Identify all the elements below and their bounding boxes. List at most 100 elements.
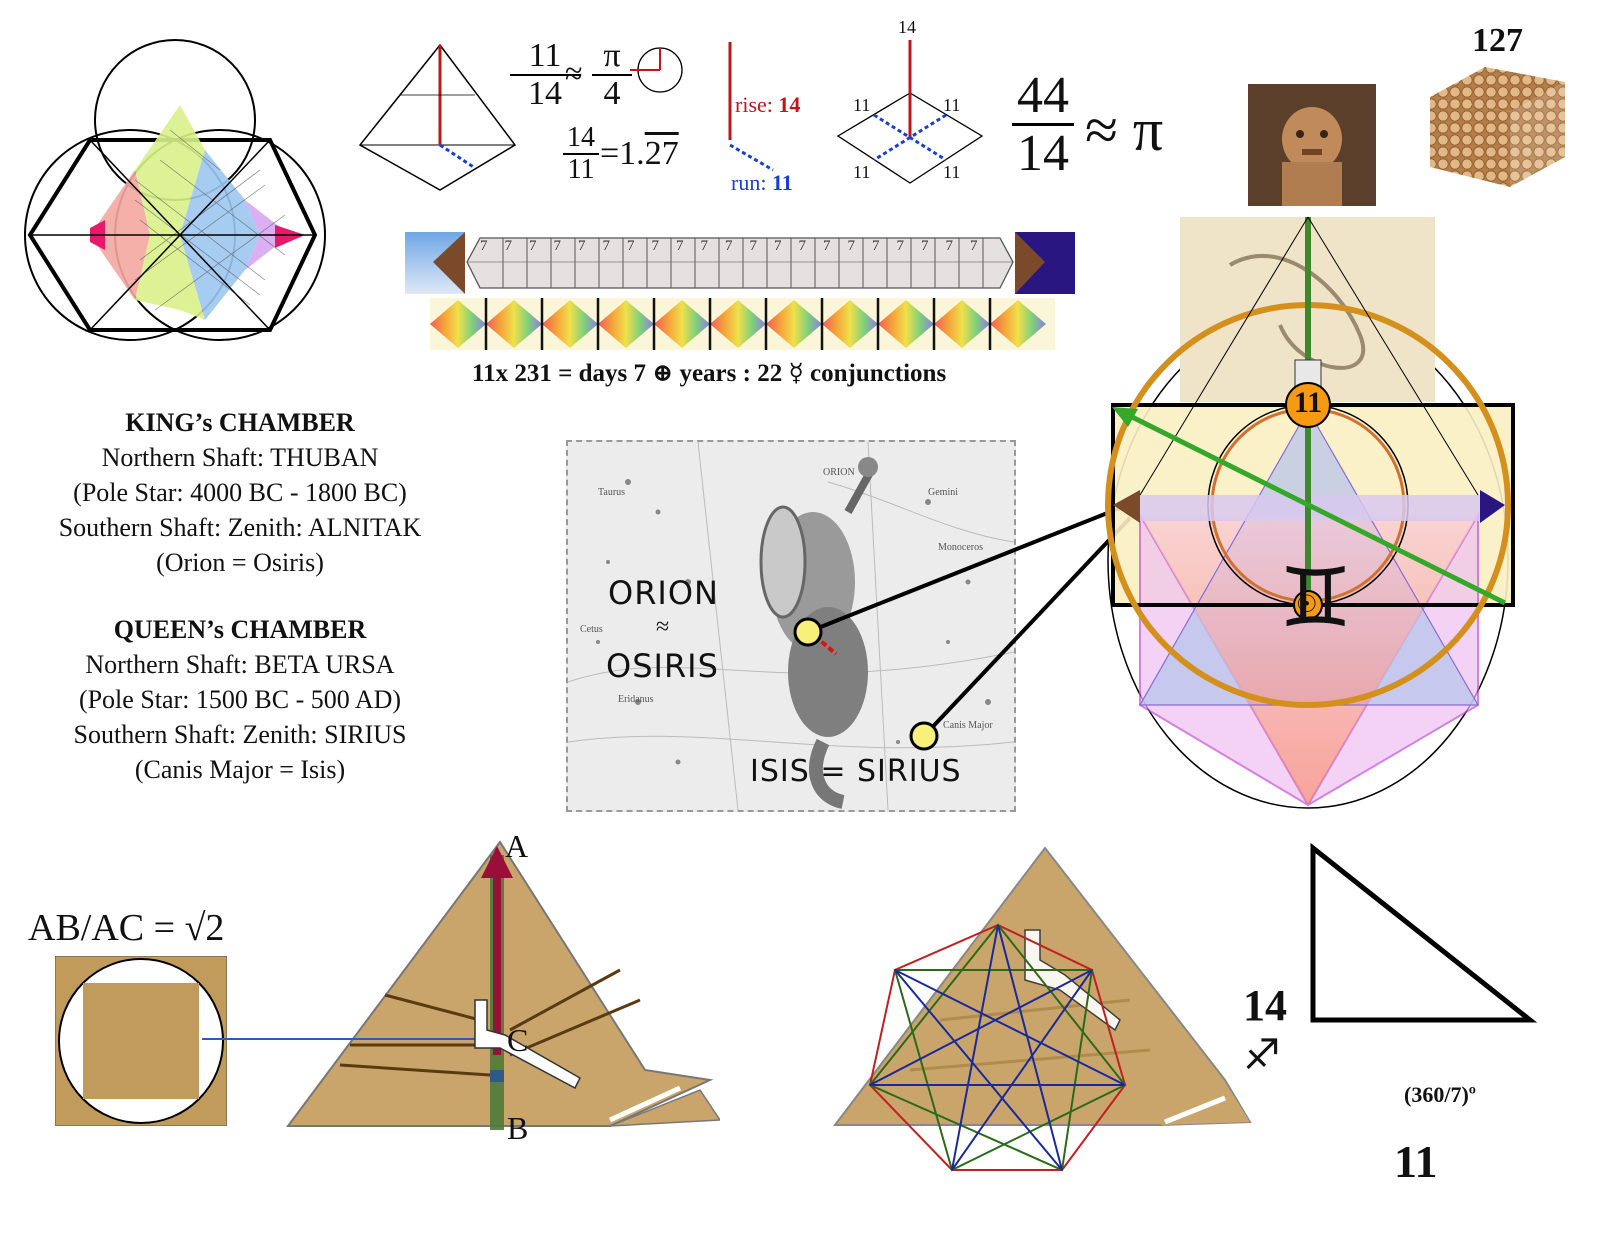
map-label-canis-major: Canis Major — [943, 720, 993, 731]
tape-digit: 7 — [847, 238, 872, 254]
kings-line: Southern Shaft: Zenith: ALNITAK — [58, 513, 422, 542]
fraction-numerator: 14 — [567, 122, 595, 153]
approx-pi: ≈ π — [1085, 97, 1164, 163]
queens-line: (Pole Star: 1500 BC - 500 AD) — [78, 685, 402, 714]
decimal-value: =1.27 — [600, 135, 679, 173]
pyramid-heptagon-diagram — [832, 846, 1252, 1172]
pi-symbol: π — [603, 37, 621, 74]
sphere-cube-icon — [1430, 67, 1565, 187]
label-b: B — [507, 1110, 529, 1146]
rise-label: rise: 14 — [735, 92, 800, 118]
right-triangle-diagram — [1310, 842, 1538, 1023]
tape-digit: 7 — [945, 238, 970, 254]
run-label: run: 11 — [731, 170, 793, 196]
tape-digit: 7 — [651, 238, 676, 254]
isis-sirius-label: ISIS = SIRIUS — [750, 754, 962, 789]
orion-approx-sign: ≈ — [656, 614, 670, 640]
label-c: C — [507, 1022, 529, 1058]
kings-chamber-title: KING’s CHAMBER — [125, 408, 355, 437]
decimal-repeat: 27 — [644, 135, 679, 172]
map-label-monoceros: Monoceros — [938, 542, 983, 553]
orion-figure — [759, 457, 878, 809]
tape-digit: 7 — [970, 238, 995, 254]
fraction-denominator: 11 — [563, 153, 599, 185]
rainbow-rhombus-stack — [90, 105, 305, 320]
map-label-eridanus: Eridanus — [618, 694, 654, 705]
fraction-11-14: 11 14 — [510, 38, 580, 112]
tape-digit: 7 — [823, 238, 848, 254]
fraction-pi-4: π 4 — [592, 38, 632, 112]
run-text: run: — [731, 170, 767, 195]
tetrahedron-diagram — [358, 43, 517, 191]
tape-digit: 7 — [553, 238, 578, 254]
map-label-gemini: Gemini — [928, 487, 958, 498]
tape-digits: 777777777777777777777 — [480, 238, 1000, 255]
fraction-denominator: 14 — [1012, 123, 1074, 181]
rise-value: 14 — [778, 92, 801, 117]
triangle-vertical-label: 14 — [1243, 981, 1287, 1030]
star-map: ORION Taurus Gemini Monoceros Cetus Erid… — [566, 440, 1016, 812]
kings-line: (Pole Star: 4000 BC - 1800 BC) — [73, 478, 407, 507]
tape-digit: 7 — [700, 238, 725, 254]
tape-digit: 7 — [798, 238, 823, 254]
queens-chamber-title: QUEEN’s CHAMBER — [113, 615, 367, 644]
vesica-hexagon-diagram — [24, 39, 326, 341]
sun-icon: ☉ — [1296, 590, 1318, 618]
queens-line: Southern Shaft: Zenith: SIRIUS — [73, 720, 407, 749]
orion-label: ORION — [608, 574, 719, 612]
queens-line: (Canis Major = Isis) — [134, 755, 346, 784]
map-label-orion: ORION — [823, 467, 855, 478]
rhombus-diagram — [836, 40, 984, 184]
rhombus-label-tr: 11 — [943, 95, 961, 115]
tape-digit: 7 — [749, 238, 774, 254]
fraction-denominator: 14 — [510, 74, 580, 112]
pyramid-shaft-diagram — [202, 840, 720, 1130]
fraction-14-11: 14 11 — [563, 123, 599, 185]
eleven-circle-label: 11 — [1293, 386, 1323, 419]
rhombus-label-tl: 11 — [853, 95, 871, 115]
run-value: 11 — [771, 170, 793, 195]
kings-chamber-block: KING’s CHAMBER Northern Shaft: THUBAN (P… — [20, 405, 460, 580]
lion-statue-image — [1248, 84, 1376, 206]
tape-digit: 7 — [774, 238, 799, 254]
decimal-prefix: =1. — [600, 135, 645, 172]
kings-line: Northern Shaft: THUBAN — [101, 443, 379, 472]
sun-circle — [1293, 590, 1323, 620]
square-circle-diagram — [55, 956, 227, 1126]
cube-count-label: 127 — [1472, 22, 1523, 59]
queens-chamber-block: QUEEN’s CHAMBER Northern Shaft: BETA URS… — [20, 612, 460, 787]
tape-digit: 7 — [676, 238, 701, 254]
rainbow-diamond-strip — [430, 298, 1055, 350]
rhombus-label-br: 11 — [943, 162, 961, 182]
quarter-circle-icon — [630, 47, 683, 93]
ratio-label: AB/AC = √2 — [28, 907, 225, 949]
tape-digit: 7 — [725, 238, 750, 254]
tape-digit: 7 — [578, 238, 603, 254]
queens-line: Northern Shaft: BETA URSA — [85, 650, 395, 679]
osiris-label: OSIRIS — [606, 647, 719, 685]
eleven-circle — [1285, 382, 1331, 428]
sagittarius-icon: ♐ — [1243, 1030, 1281, 1079]
pyramid-composite-diagram — [1105, 216, 1515, 809]
fraction-numerator: 11 — [528, 37, 562, 74]
rhombus-label-top: 14 — [898, 17, 916, 37]
tape-digit: 7 — [627, 238, 652, 254]
fraction-denominator: 4 — [592, 74, 632, 112]
kings-line: (Orion = Osiris) — [156, 548, 324, 577]
tape-digit: 7 — [896, 238, 921, 254]
triangle-angle-label: (360/7)º — [1404, 1082, 1477, 1107]
triangle-horizontal-label: 11 — [1394, 1136, 1438, 1187]
map-label-cetus: Cetus — [580, 624, 603, 635]
tape-digit: 7 — [921, 238, 946, 254]
rise-run-lines — [728, 42, 774, 172]
rhombus-label-bl: 11 — [853, 162, 871, 182]
rise-text: rise: — [735, 92, 773, 117]
tape-digit: 7 — [529, 238, 554, 254]
approx-sign: ≈ — [565, 55, 583, 91]
gemini-icon: ♊ — [1279, 551, 1353, 646]
tape-diagram — [405, 232, 1075, 294]
tape-digit: 7 — [602, 238, 627, 254]
tape-digit: 7 — [504, 238, 529, 254]
fraction-numerator: 44 — [1017, 67, 1069, 124]
map-label-taurus: Taurus — [598, 487, 626, 498]
